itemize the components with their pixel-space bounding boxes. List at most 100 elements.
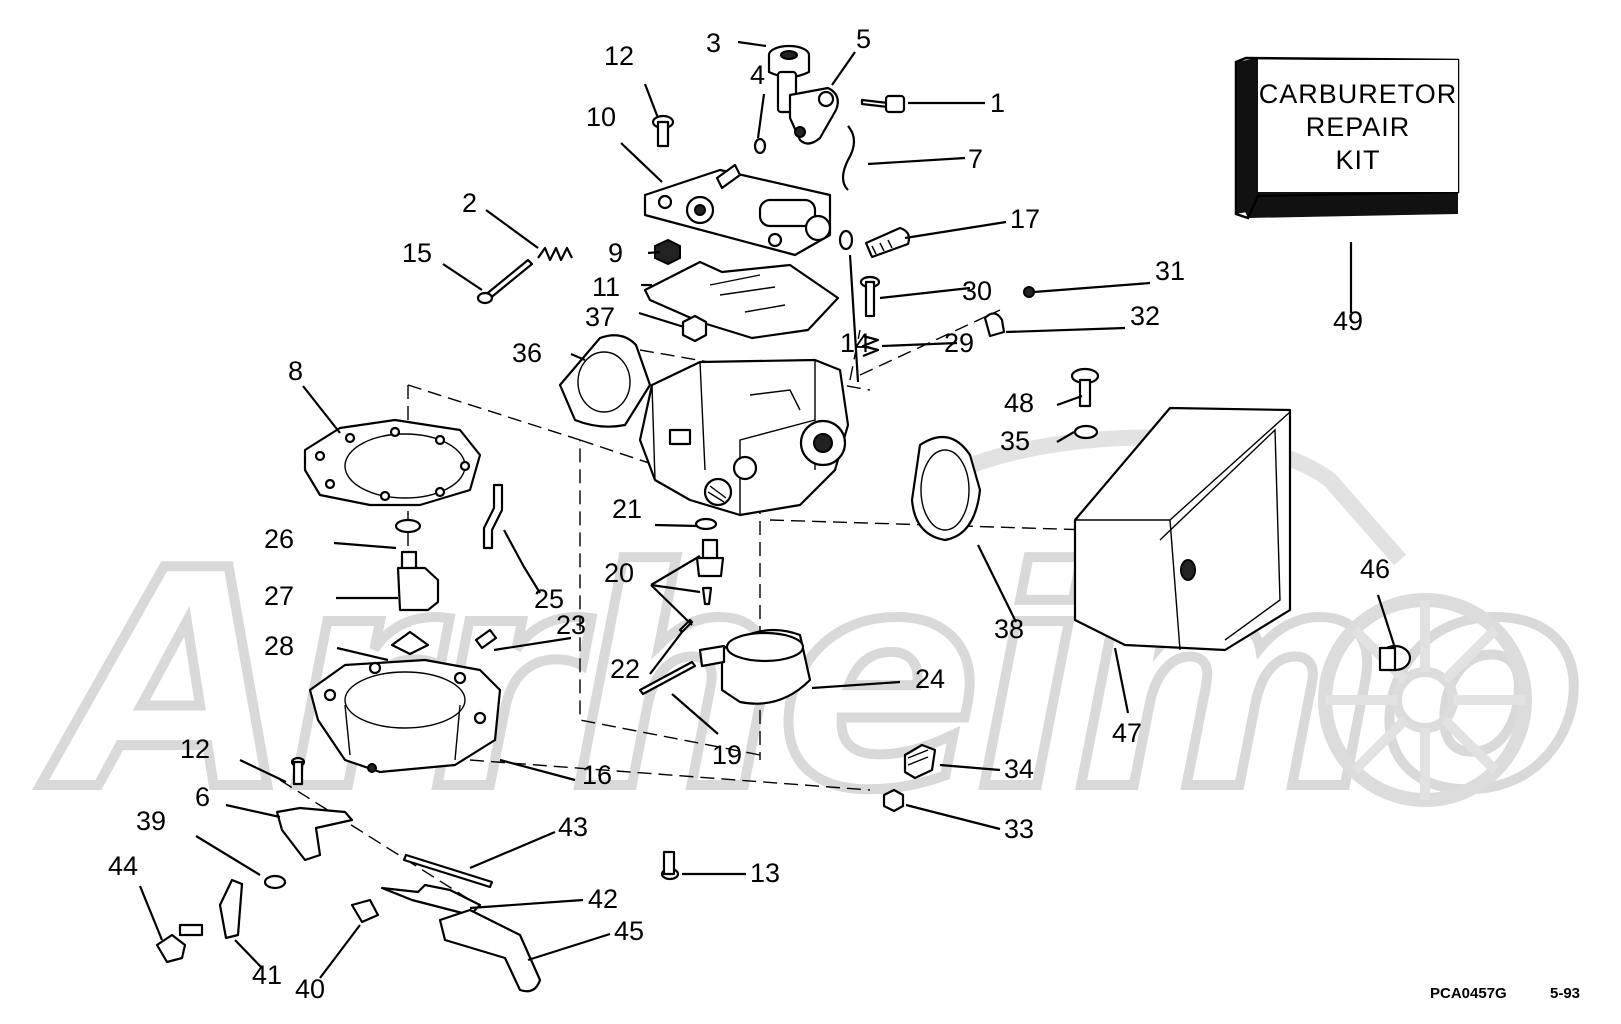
part-48-screw — [1070, 367, 1100, 408]
part-39-washer — [263, 874, 287, 890]
part-15-screw — [476, 258, 534, 305]
part-47-silencer — [1073, 406, 1292, 652]
part-30-screw — [859, 275, 881, 318]
callout-10: 10 — [586, 102, 616, 132]
callout-43: 43 — [558, 812, 588, 842]
callout-20: 20 — [604, 558, 634, 588]
callout-15: 15 — [402, 238, 432, 268]
part-25-tube — [482, 483, 504, 550]
callout-33: 33 — [1004, 814, 1034, 844]
kit-label-line-2: REPAIR — [1305, 112, 1411, 142]
part-46-knob — [1378, 644, 1412, 672]
callout-21: 21 — [612, 494, 642, 524]
callout-22: 22 — [610, 654, 640, 684]
callout-8: 8 — [288, 356, 303, 386]
part-35-washer — [1073, 424, 1099, 440]
callout-24: 24 — [915, 664, 945, 694]
callout-26: 26 — [264, 524, 294, 554]
callout-12b: 12 — [180, 734, 210, 764]
part-41-lever — [218, 878, 244, 940]
part-16-bowl — [308, 658, 502, 774]
part-5-fitting — [776, 70, 839, 145]
part-28-gasket — [390, 630, 430, 656]
kit-label-line-3: KIT — [1335, 145, 1381, 175]
part-19-pin — [638, 660, 697, 696]
callout-23: 23 — [556, 610, 586, 640]
part-44-screw — [155, 923, 204, 964]
callout-19: 19 — [712, 740, 742, 770]
callout-48: 48 — [1004, 388, 1034, 418]
callout-47: 47 — [1112, 718, 1142, 748]
part-29-spring — [861, 334, 880, 358]
part-21-washer — [694, 517, 718, 531]
callout-4: 4 — [750, 60, 765, 90]
part-10-cover — [643, 163, 832, 257]
drawing-date: 5-93 — [1550, 985, 1581, 1002]
callout-35: 35 — [1000, 426, 1030, 456]
callout-39: 39 — [136, 806, 166, 836]
part-37-nut — [681, 314, 708, 343]
part-42-link — [380, 883, 482, 917]
callout-44: 44 — [108, 851, 138, 881]
callout-2: 2 — [462, 188, 477, 218]
callout-46: 46 — [1360, 554, 1390, 584]
callout-32: 32 — [1130, 301, 1160, 331]
part-23-plug — [474, 628, 498, 650]
callout-41: 41 — [252, 960, 282, 990]
callout-6: 6 — [195, 782, 210, 812]
callout-11: 11 — [592, 272, 620, 302]
repair-kit-box — [1234, 56, 1460, 220]
part-carburetor-body — [638, 358, 850, 517]
part-11-gasket — [643, 260, 840, 340]
callout-16: 16 — [582, 760, 612, 790]
callout-3: 3 — [706, 28, 721, 58]
callout-9: 9 — [608, 238, 623, 268]
part-20-jet — [695, 538, 725, 578]
callout-34: 34 — [1004, 754, 1034, 784]
part-12-screw-lower — [290, 756, 306, 786]
part-4-oring — [753, 137, 767, 155]
callout-49: 49 — [1333, 306, 1363, 336]
callout-30: 30 — [962, 276, 992, 306]
callout-14: 14 — [840, 328, 870, 358]
watermark: Arrheimo — [32, 429, 1590, 861]
callout-27: 27 — [264, 581, 294, 611]
callout-37: 37 — [585, 302, 615, 332]
drawing-code: PCA0457G — [1430, 985, 1507, 1002]
part-12-screw-top — [651, 114, 675, 148]
part-6-link — [275, 806, 354, 862]
callout-42: 42 — [588, 884, 618, 914]
part-43-rod — [402, 853, 494, 889]
callout-1: 1 — [990, 88, 1005, 118]
part-17-screw — [864, 226, 911, 259]
part-40-clip — [350, 898, 380, 924]
callout-45: 45 — [614, 916, 644, 946]
part-14-washer — [838, 229, 854, 251]
part-1-screw — [860, 94, 906, 114]
callout-40: 40 — [295, 974, 325, 1004]
callout-5: 5 — [856, 24, 871, 54]
callout-36: 36 — [512, 338, 542, 368]
part-31-screw — [1023, 286, 1035, 298]
callout-29: 29 — [944, 328, 974, 358]
part-13-screw — [660, 850, 680, 881]
part-2-spring — [537, 246, 573, 262]
part-36-gasket — [558, 334, 652, 428]
leader-lines — [138, 40, 1396, 979]
part-20-needle — [701, 586, 713, 606]
callout-28: 28 — [264, 631, 294, 661]
part-45-handle — [438, 908, 542, 993]
callout-38: 38 — [994, 614, 1024, 644]
part-26-washer — [394, 518, 422, 534]
callout-25: 25 — [534, 584, 564, 614]
callout-7: 7 — [968, 144, 983, 174]
callout-numbers: 1 2 3 4 5 6 7 8 9 10 11 12 12 13 14 15 1… — [108, 24, 1390, 1004]
part-33-nut — [882, 788, 905, 813]
repair-kit-label: CARBURETOR REPAIR KIT — [1243, 78, 1473, 177]
callout-12a: 12 — [604, 41, 634, 71]
parts — [155, 44, 1412, 993]
callout-17: 17 — [1010, 204, 1040, 234]
part-38-gasket — [910, 435, 982, 542]
part-7-clip — [841, 125, 856, 191]
